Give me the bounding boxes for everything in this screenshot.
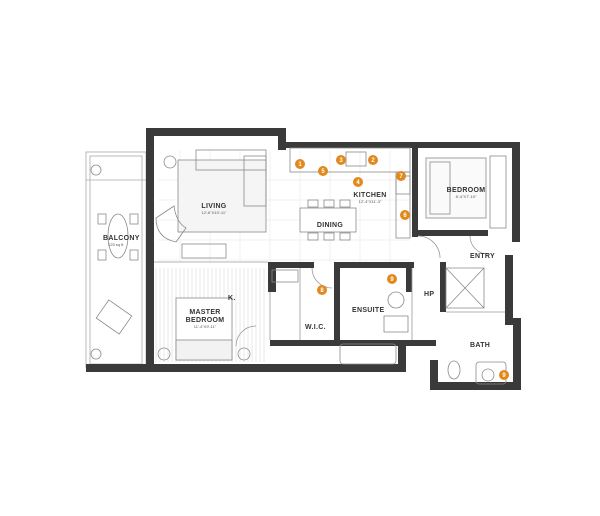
- bedroom-furniture: [425, 155, 507, 229]
- marker-2: 2: [368, 155, 378, 165]
- bedroom-label: BEDROOM: [447, 187, 486, 194]
- balcony-furniture: [90, 164, 139, 360]
- master-size: 11'-4"X9'-11": [194, 324, 217, 329]
- bedroom-size: 8'-4"X7'-10": [456, 194, 477, 199]
- svg-text:8: 8: [320, 288, 324, 294]
- svg-text:1: 1: [298, 162, 302, 168]
- marker-1: 1: [295, 159, 305, 169]
- marker-3: 3: [336, 155, 346, 165]
- ensuite-label: ENSUITE: [352, 307, 384, 314]
- interior-lines: [154, 235, 505, 347]
- entry-label: ENTRY: [470, 253, 495, 260]
- svg-text:5: 5: [321, 169, 325, 175]
- master-label-2: BEDROOM: [186, 317, 225, 324]
- marker-9a: 9: [387, 274, 397, 284]
- living-furniture: [155, 149, 267, 259]
- marker-5: 5: [318, 166, 328, 176]
- svg-text:6: 6: [403, 213, 407, 219]
- k-label: K.: [228, 295, 236, 302]
- kitchen-label: KITCHEN: [353, 192, 386, 199]
- bath-fixtures: [339, 267, 507, 385]
- bath-label: BATH: [470, 342, 490, 349]
- walls: [86, 128, 521, 390]
- living-label: LIVING: [201, 203, 226, 210]
- hp-label: HP: [424, 291, 434, 298]
- master-label-1: MASTER: [189, 309, 220, 316]
- balcony-label: BALCONY: [103, 235, 140, 242]
- marker-7: 7: [396, 171, 406, 181]
- svg-text:4: 4: [356, 180, 360, 186]
- marker-6: 6: [400, 210, 410, 220]
- svg-text:2: 2: [371, 158, 375, 164]
- svg-text:3: 3: [339, 158, 343, 164]
- svg-text:9: 9: [502, 373, 506, 379]
- marker-8: 8: [317, 285, 327, 295]
- balcony-size: 125 sq ft: [108, 242, 124, 247]
- marker-4: 4: [353, 177, 363, 187]
- wic-label: W.I.C.: [305, 324, 326, 331]
- marker-9b: 9: [499, 370, 509, 380]
- kitchen-size: 12'-4"X11'-3": [359, 199, 382, 204]
- living-size: 12'-6"X10'-11": [202, 210, 228, 215]
- svg-text:7: 7: [399, 174, 403, 180]
- svg-text:9: 9: [390, 277, 394, 283]
- dining-label: DINING: [317, 222, 344, 229]
- master-furniture: [157, 269, 299, 361]
- dining-set: [299, 199, 357, 241]
